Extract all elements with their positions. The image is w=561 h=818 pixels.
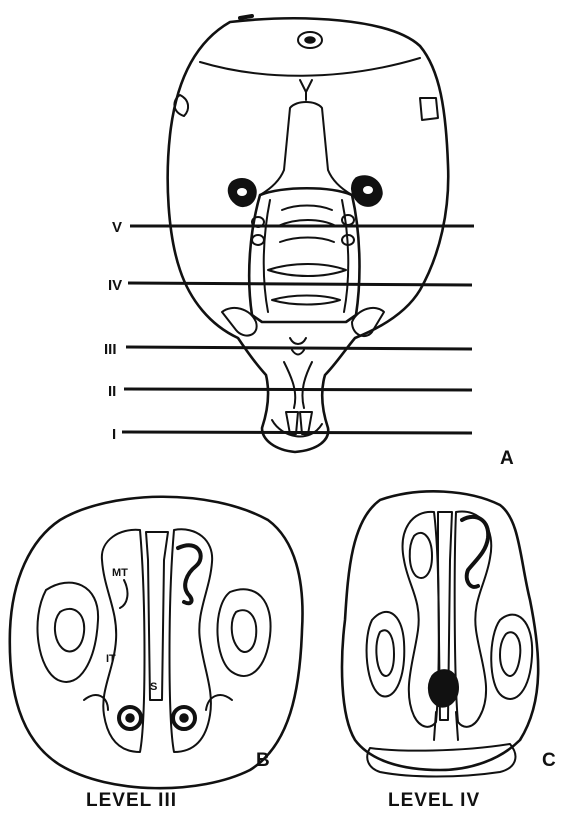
level-lines	[122, 226, 474, 433]
skull-outline	[168, 18, 449, 452]
central-stem	[260, 80, 352, 195]
panel-a-skull	[168, 16, 449, 452]
palatal-ridge	[272, 296, 340, 305]
caption-level-iv: LEVEL IV	[388, 790, 480, 811]
septum-b	[146, 532, 168, 700]
right-sinus-c-inner	[500, 632, 520, 676]
annotation-mt-upper: MT	[112, 567, 128, 579]
tooth-right	[342, 215, 354, 225]
right-sinus-b-inner	[232, 610, 257, 652]
level-label-iv: IV	[108, 277, 122, 294]
level-labels: V IV III II I	[104, 219, 122, 443]
palatal-ridge	[282, 206, 332, 211]
level-line-i	[122, 432, 472, 433]
right-side-lump	[420, 98, 438, 120]
right-sinus-c	[491, 615, 532, 699]
level-label-i: I	[112, 426, 116, 443]
level-label-v: V	[112, 219, 122, 236]
panel-label-b: B	[256, 750, 270, 771]
top-mark	[240, 16, 252, 18]
section-c-outline	[342, 491, 538, 770]
panel-c-section	[342, 491, 538, 776]
section-c-base	[367, 744, 515, 777]
caption-level-iii: LEVEL III	[86, 790, 177, 811]
right-turbinate-b	[178, 545, 201, 603]
palatal-ridge	[268, 264, 346, 276]
annotation-it-lower: IT	[106, 653, 116, 665]
upper-left-oval-c	[410, 533, 432, 578]
top-foramen-inner	[305, 37, 315, 43]
right-ear-hole	[363, 186, 373, 194]
section-b-outline	[10, 497, 303, 788]
left-sinus-c-inner	[376, 630, 394, 676]
level-line-iv	[128, 283, 472, 285]
left-sinus-b-inner	[55, 609, 84, 652]
tooth-left	[252, 235, 264, 245]
left-passage-b	[102, 530, 145, 752]
panel-label-a: A	[500, 448, 514, 469]
left-sinus-b	[37, 583, 98, 682]
upper-right-curl-c	[462, 517, 488, 587]
panel-b-section: MT IT S	[10, 497, 303, 788]
left-ear-hole	[237, 188, 247, 196]
level-line-ii	[124, 389, 472, 390]
level-label-iii: III	[104, 341, 117, 358]
lower-mass-c	[429, 670, 459, 707]
incisor-left	[286, 412, 298, 434]
left-sinus-c	[367, 612, 405, 697]
annotation-s: S	[150, 681, 157, 693]
left-side-lump	[174, 95, 188, 116]
skull-vertex-arc	[200, 58, 420, 76]
incisor-right	[300, 412, 312, 434]
level-line-iii	[126, 347, 472, 349]
left-tooth-root-b-core	[126, 714, 134, 722]
panel-label-c: C	[542, 750, 556, 771]
left-turbinate-b	[120, 580, 127, 608]
right-sinus-b	[217, 589, 270, 676]
palatal-ridge	[280, 238, 334, 243]
right-passage-b	[170, 529, 213, 752]
lower-lines-c	[434, 712, 458, 740]
right-tooth-root-b-core	[180, 714, 188, 722]
level-label-ii: II	[108, 383, 116, 400]
